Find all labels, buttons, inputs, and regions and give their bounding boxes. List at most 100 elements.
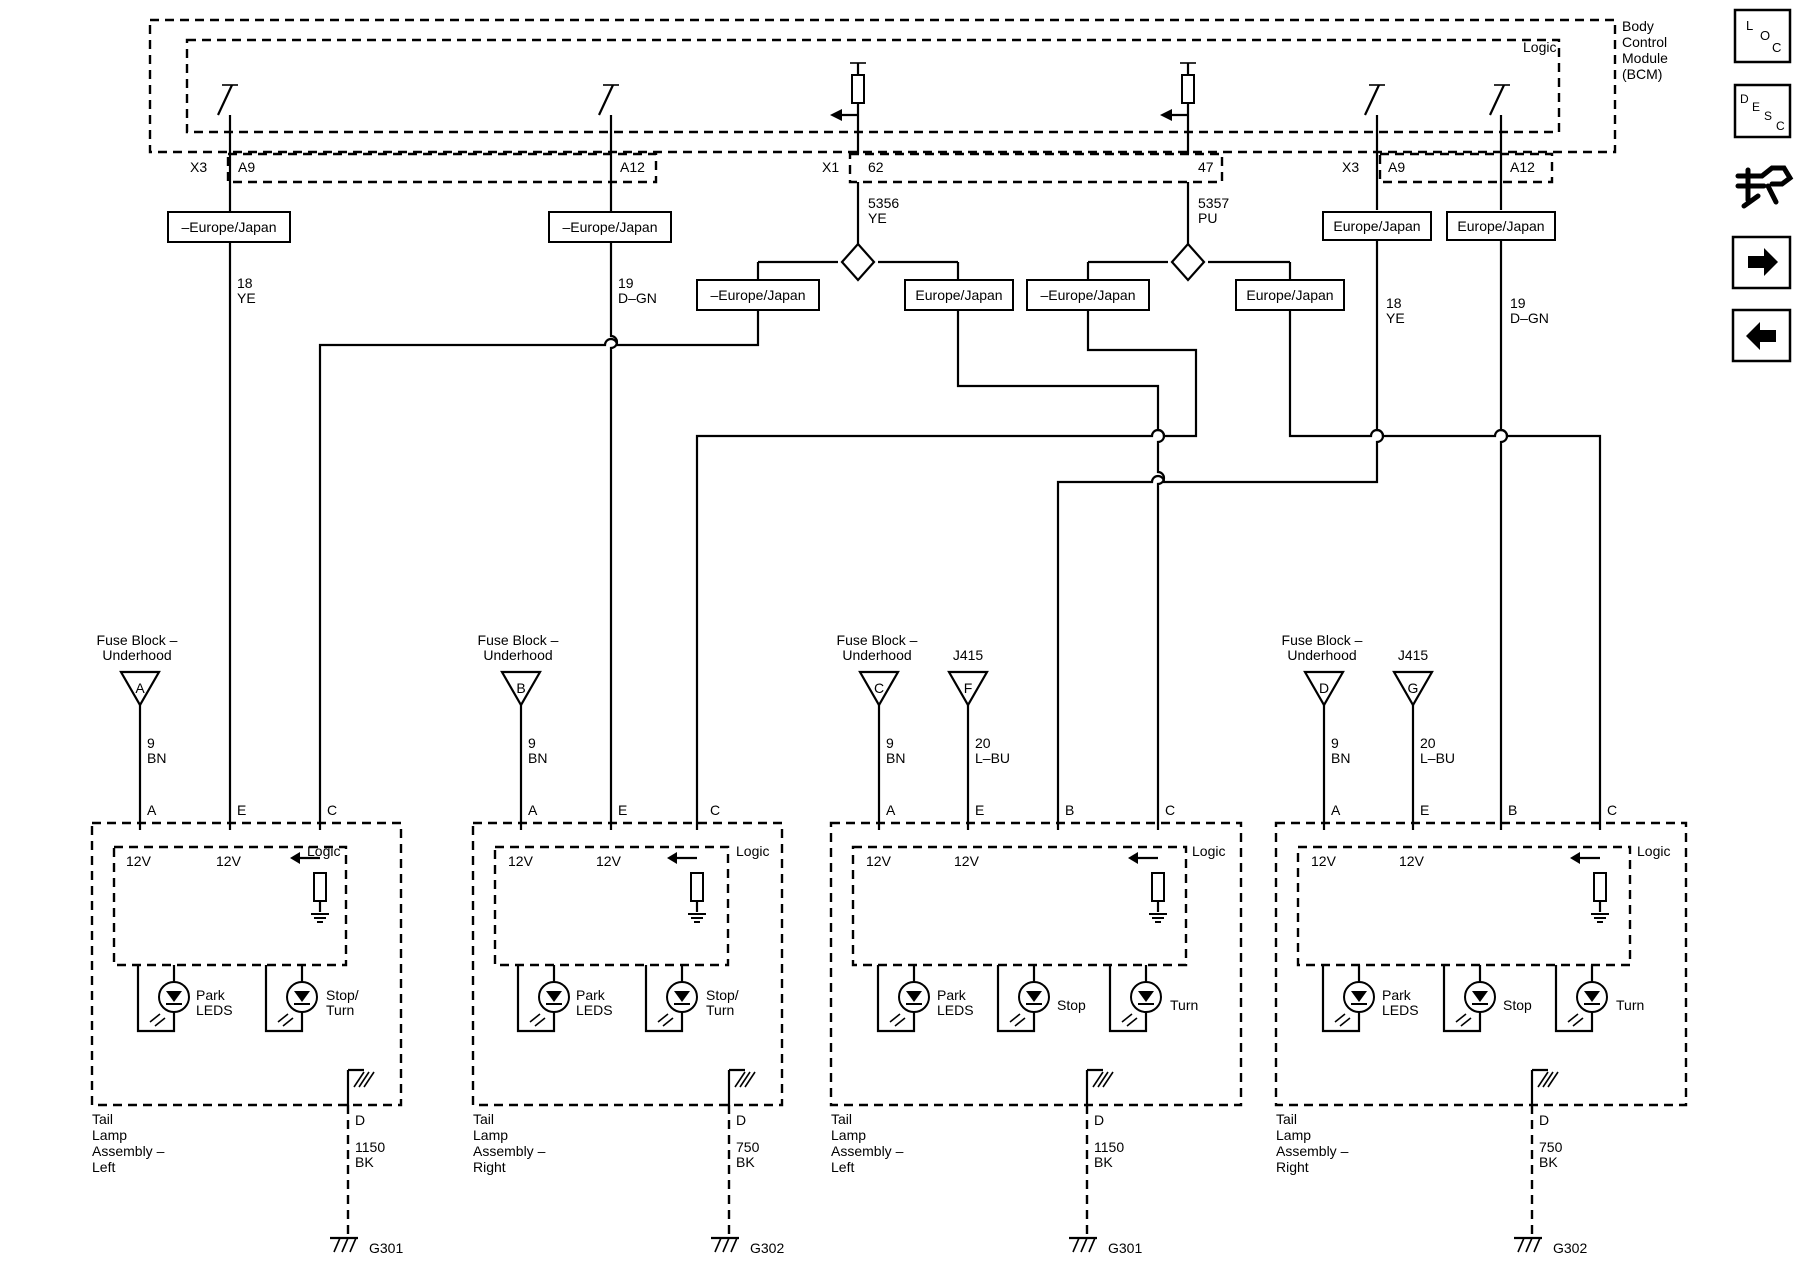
option-eu-5357: Europe/Japan — [1235, 279, 1345, 311]
led-label: Turn — [1170, 997, 1198, 1013]
j415-label: J415 — [1398, 647, 1429, 663]
led-icon — [529, 981, 570, 1027]
pin-a: A — [1331, 802, 1341, 818]
voltage-label: 12V — [1399, 853, 1425, 869]
harness-wires: –Europe/Japan –Europe/Japan –Europe/Japa… — [167, 115, 1602, 830]
pin-b: B — [1065, 802, 1074, 818]
ground-icon — [1069, 1236, 1097, 1253]
option-eu-5356: Europe/Japan — [904, 279, 1014, 311]
logic-label: Logic — [1192, 843, 1225, 859]
bcm-switch-a12-left — [598, 84, 619, 116]
chassis-ground-icon — [1092, 1071, 1114, 1088]
pin-c: C — [1165, 802, 1175, 818]
svg-text:Europe/Japan: Europe/Japan — [1333, 218, 1420, 234]
fuse-block-label: Fuse Block –Underhood — [97, 632, 178, 663]
voltage-label: 12V — [508, 853, 534, 869]
arrow-left-button[interactable] — [1731, 308, 1792, 363]
fuse-block-label: Fuse Block –Underhood — [1282, 632, 1363, 663]
led-label: Stop — [1503, 997, 1532, 1013]
source-letter-a: A — [135, 680, 145, 696]
body-control-module: Logic Body Control Module (BCM) X3 A9 A1… — [148, 18, 1672, 184]
chassis-ground-icon — [353, 1071, 375, 1088]
svg-text:D: D — [1740, 92, 1749, 106]
svg-text:–Europe/Japan: –Europe/Japan — [711, 287, 806, 303]
chassis-ground-icon — [734, 1071, 756, 1088]
ground-icon — [711, 1236, 739, 1253]
j415-label: J415 — [953, 647, 984, 663]
svg-text:Europe/Japan: Europe/Japan — [1457, 218, 1544, 234]
pin-c: C — [327, 802, 337, 818]
ground-switch-icon — [667, 852, 707, 923]
pin-x1: X1 — [822, 159, 839, 175]
bcm-resistor-47 — [1160, 62, 1196, 154]
bcm-switch-a9-right — [1364, 84, 1385, 116]
voltage-label: 12V — [866, 853, 892, 869]
source-letter-c: C — [874, 680, 884, 696]
pin-a: A — [886, 802, 896, 818]
led-icon — [277, 981, 318, 1027]
pin-a12-right: A12 — [1510, 159, 1535, 175]
led-label: Stop/Turn — [326, 987, 359, 1018]
source-letter-b: B — [516, 680, 525, 696]
arrow-right-button[interactable] — [1731, 235, 1792, 290]
ground-label: G302 — [1553, 1240, 1587, 1256]
pin-b: B — [1508, 802, 1517, 818]
led-label: Stop — [1057, 997, 1086, 1013]
source-letter-g: G — [1408, 680, 1419, 696]
voltage-label: 12V — [1311, 853, 1337, 869]
pin-a9-right: A9 — [1388, 159, 1405, 175]
led-icon — [1334, 981, 1375, 1027]
bcm-switch-a12-right — [1489, 84, 1510, 116]
svg-text:Europe/Japan: Europe/Japan — [1246, 287, 1333, 303]
ground-label: G301 — [369, 1240, 403, 1256]
pin-a9-left: A9 — [238, 159, 255, 175]
voltage-label: 12V — [596, 853, 622, 869]
svg-text:O: O — [1760, 28, 1770, 43]
ground-icon — [330, 1236, 358, 1253]
led-label: Turn — [1616, 997, 1644, 1013]
pin-c: C — [1607, 802, 1617, 818]
option-not-eu-a9-left: –Europe/Japan — [167, 211, 291, 243]
desc-button[interactable]: D E S C — [1733, 83, 1792, 139]
logic-label: Logic — [1637, 843, 1670, 859]
ground-label: G301 — [1108, 1240, 1142, 1256]
pin-e: E — [237, 802, 246, 818]
loc-button[interactable]: L O C — [1733, 8, 1792, 64]
ground-switch-icon — [1128, 852, 1168, 923]
chassis-ground-icon — [1537, 1071, 1559, 1088]
bcm-name: Body Control Module (BCM) — [1622, 18, 1672, 82]
voltage-label: 12V — [216, 853, 242, 869]
pin-e: E — [975, 802, 984, 818]
logic-label: Logic — [736, 843, 769, 859]
option-eu-a12-right: Europe/Japan — [1446, 211, 1556, 241]
led-icon — [889, 981, 930, 1027]
svg-text:–Europe/Japan: –Europe/Japan — [182, 219, 277, 235]
pin-e: E — [1420, 802, 1429, 818]
svg-text:Europe/Japan: Europe/Japan — [915, 287, 1002, 303]
connector-wiring-icon[interactable] — [1735, 165, 1794, 209]
ground-switch-icon — [1570, 852, 1610, 923]
svg-text:–Europe/Japan: –Europe/Japan — [563, 219, 658, 235]
svg-text:–Europe/Japan: –Europe/Japan — [1041, 287, 1136, 303]
